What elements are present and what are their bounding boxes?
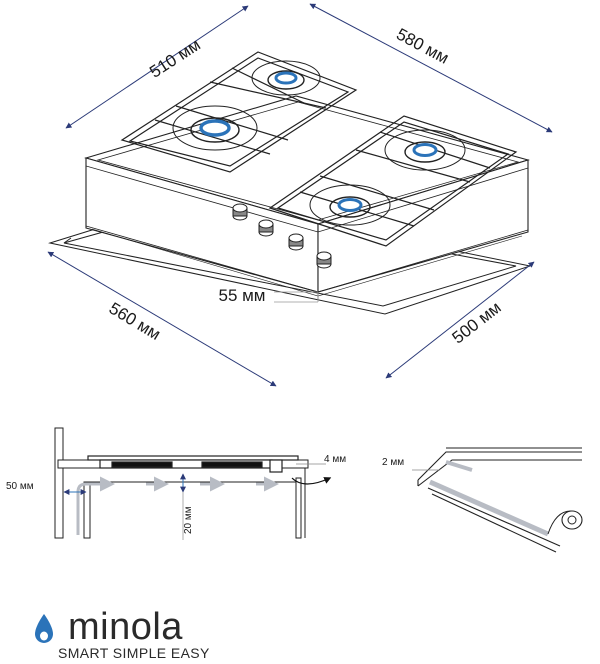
control-knobs — [232, 203, 332, 269]
water-drop-icon — [35, 614, 53, 643]
section-view: 50 мм 4 мм 20 мм — [6, 427, 346, 540]
cabinet-wall — [54, 427, 64, 539]
top-gap-label: 4 мм — [324, 454, 346, 465]
dimension-lines — [47, 3, 553, 387]
burner-front-right — [309, 184, 391, 226]
hob-profile — [87, 455, 299, 473]
brand-tagline: SMART SIMPLE EASY — [58, 645, 210, 661]
knob-3 — [288, 233, 304, 251]
brand-name: minola — [68, 606, 183, 648]
hob-width-label: 580 мм — [393, 25, 452, 68]
cabinet-panel-right — [295, 477, 302, 539]
side-gap-label: 50 мм — [6, 481, 34, 492]
cutout-width-label: 560 мм — [106, 299, 164, 344]
seal-strip — [428, 479, 550, 537]
seal-detail-view: 2 мм — [382, 447, 583, 553]
cabinet-panel-left — [83, 481, 91, 539]
below-gap-label: 20 мм — [183, 506, 194, 534]
seal-roll — [547, 510, 583, 535]
burner-rear-right — [384, 129, 466, 171]
hob-isometric-view: 510 мм 580 мм 560 мм 500 мм 55 мм — [47, 3, 553, 387]
seal-thickness-label: 2 мм — [382, 457, 404, 468]
airflow-arrows — [76, 476, 279, 535]
knob-4 — [316, 251, 332, 269]
burner-rear-left — [251, 60, 321, 96]
section-dimension-marks — [63, 463, 326, 540]
edge-gap-label: 55 мм — [218, 286, 265, 305]
knob-1 — [232, 203, 248, 221]
knob-2 — [258, 219, 274, 237]
brand-logo: minola SMART SIMPLE EASY — [18, 606, 278, 662]
hob-depth-label: 510 мм — [146, 35, 204, 82]
exhaust-arrow — [291, 477, 332, 485]
